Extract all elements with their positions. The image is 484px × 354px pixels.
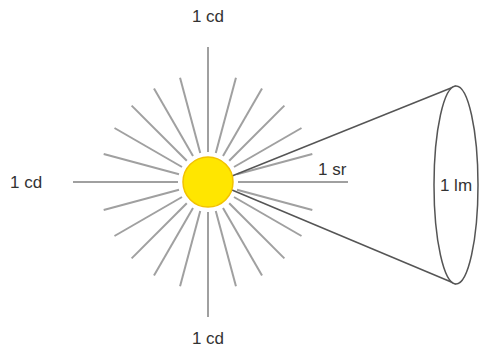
light-ray (207, 212, 209, 317)
light-ray (223, 208, 262, 276)
light-ray (154, 208, 193, 276)
light-ray (238, 181, 348, 183)
light-ray (216, 78, 236, 153)
light-ray (114, 197, 182, 236)
light-ray (180, 211, 200, 286)
candela-label: 1 cd (192, 330, 224, 347)
light-ray (237, 190, 312, 210)
cone-base-ellipse (434, 86, 478, 284)
light-source (183, 157, 233, 207)
cone-edge (232, 190, 456, 284)
light-ray (132, 203, 187, 258)
lumen-label: 1 lm (440, 177, 472, 194)
light-ray (180, 78, 200, 153)
light-ray (216, 211, 236, 286)
light-ray (104, 190, 179, 210)
steradian-label: 1 sr (318, 161, 346, 178)
light-ray (207, 47, 209, 152)
light-ray (73, 181, 178, 183)
light-ray (223, 88, 262, 156)
light-ray (234, 197, 302, 236)
light-ray (104, 154, 179, 174)
candela-label: 1 cd (10, 174, 42, 191)
light-ray (154, 88, 193, 156)
light-ray (114, 128, 182, 167)
light-ray (237, 154, 312, 174)
light-ray (229, 106, 284, 161)
light-ray (132, 106, 187, 161)
light-ray (229, 203, 284, 258)
light-rays (73, 47, 348, 317)
lumen-ellipse: 1 lm (433, 85, 479, 285)
candela-label: 1 cd (192, 8, 224, 25)
